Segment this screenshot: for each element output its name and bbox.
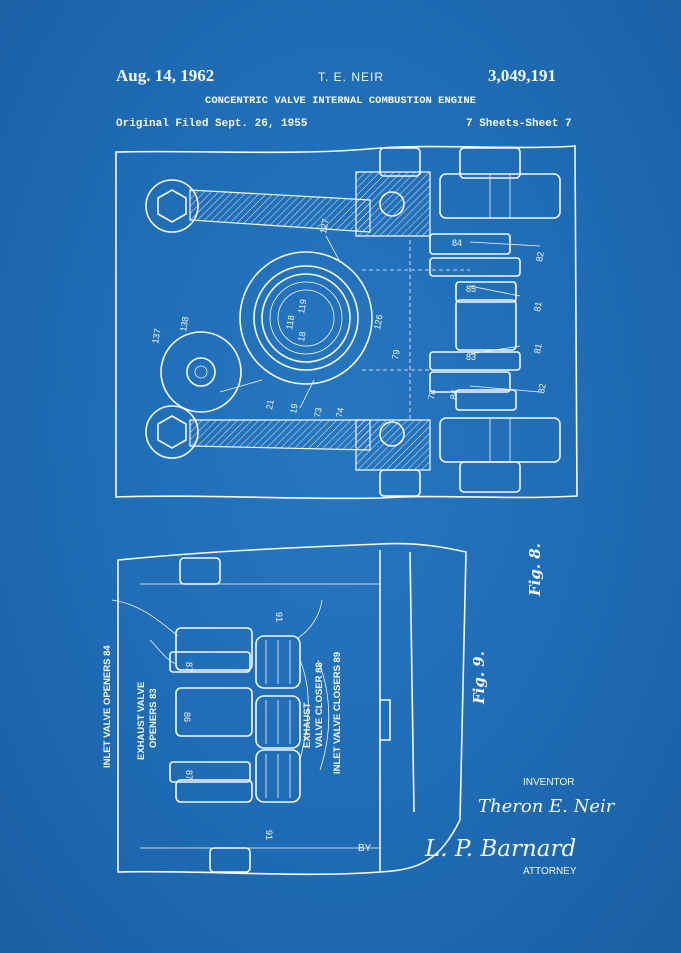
ref-label: 81 <box>532 301 544 313</box>
figure-upper-labels: 127 84 82 85 81 118 119 18 126 137 138 7… <box>150 218 548 419</box>
ref-label: 127 <box>318 218 330 235</box>
figure-upper <box>115 145 578 500</box>
patent-title: CONCENTRIC VALVE INTERNAL COMBUSTION ENG… <box>205 95 476 107</box>
ref-label: 78 <box>426 389 438 401</box>
ref-label: 87 <box>184 770 194 780</box>
ref-label: 118 <box>284 314 296 330</box>
exhaust-valve-closer-callout: VALVE CLOSER 88 <box>314 662 325 748</box>
inventor-caption: INVENTOR <box>523 777 575 788</box>
ref-label: 126 <box>372 314 384 331</box>
by-caption: BY <box>358 843 372 854</box>
ref-label: 91 <box>264 830 274 840</box>
ref-label: 82 <box>536 383 548 395</box>
ref-label: 84 <box>448 389 460 401</box>
figure-lower-labels: 91 87 86 87 91 INLET VALVE OPENERS 84 EX… <box>102 612 343 840</box>
filed-date: Original Filed Sept. 26, 1955 <box>116 118 308 130</box>
figure-lower <box>111 542 467 876</box>
ref-label: 91 <box>274 612 284 622</box>
ref-label: 82 <box>534 251 546 263</box>
ref-label: 19 <box>288 403 300 415</box>
ref-label: 21 <box>264 399 276 411</box>
ref-label: 137 <box>150 328 162 345</box>
ref-label: 81 <box>532 343 544 355</box>
inventor-name: T. E. NEIR <box>318 70 385 84</box>
ref-label: 83 <box>466 352 476 362</box>
ref-label: 138 <box>178 316 190 333</box>
ref-label: 74 <box>334 407 346 419</box>
inlet-valve-openers-callout: INLET VALVE OPENERS 84 <box>102 645 113 768</box>
fig-8-label: Fig. 8. <box>526 543 544 597</box>
ref-label: 79 <box>390 349 402 361</box>
patent-number: 3,049,191 <box>488 66 556 85</box>
exhaust-valve-openers-callout: EXHAUST VALVE <box>136 682 147 760</box>
ref-label: 86 <box>182 712 192 722</box>
exhaust-valve-openers-callout: OPENERS 83 <box>148 688 159 748</box>
ref-label: 85 <box>466 284 476 294</box>
inventor-signature: Theron E. Neir <box>478 796 615 817</box>
ref-label: 18 <box>296 331 308 343</box>
ref-label: 84 <box>452 238 462 248</box>
attorney-caption: ATTORNEY <box>523 866 577 877</box>
patent-date: Aug. 14, 1962 <box>116 66 215 85</box>
inlet-valve-closers-callout: INLET VALVE CLOSERS 89 <box>332 652 343 774</box>
ref-label: 73 <box>312 407 324 419</box>
ref-label: 87 <box>184 662 194 672</box>
fig-9-label: Fig. 9. <box>470 651 488 705</box>
ref-label: 119 <box>296 298 308 314</box>
attorney-signature: L. P. Barnard <box>425 836 577 862</box>
sheet-count: 7 Sheets-Sheet 7 <box>466 118 572 130</box>
exhaust-valve-closer-callout: EXHAUST <box>302 702 313 748</box>
